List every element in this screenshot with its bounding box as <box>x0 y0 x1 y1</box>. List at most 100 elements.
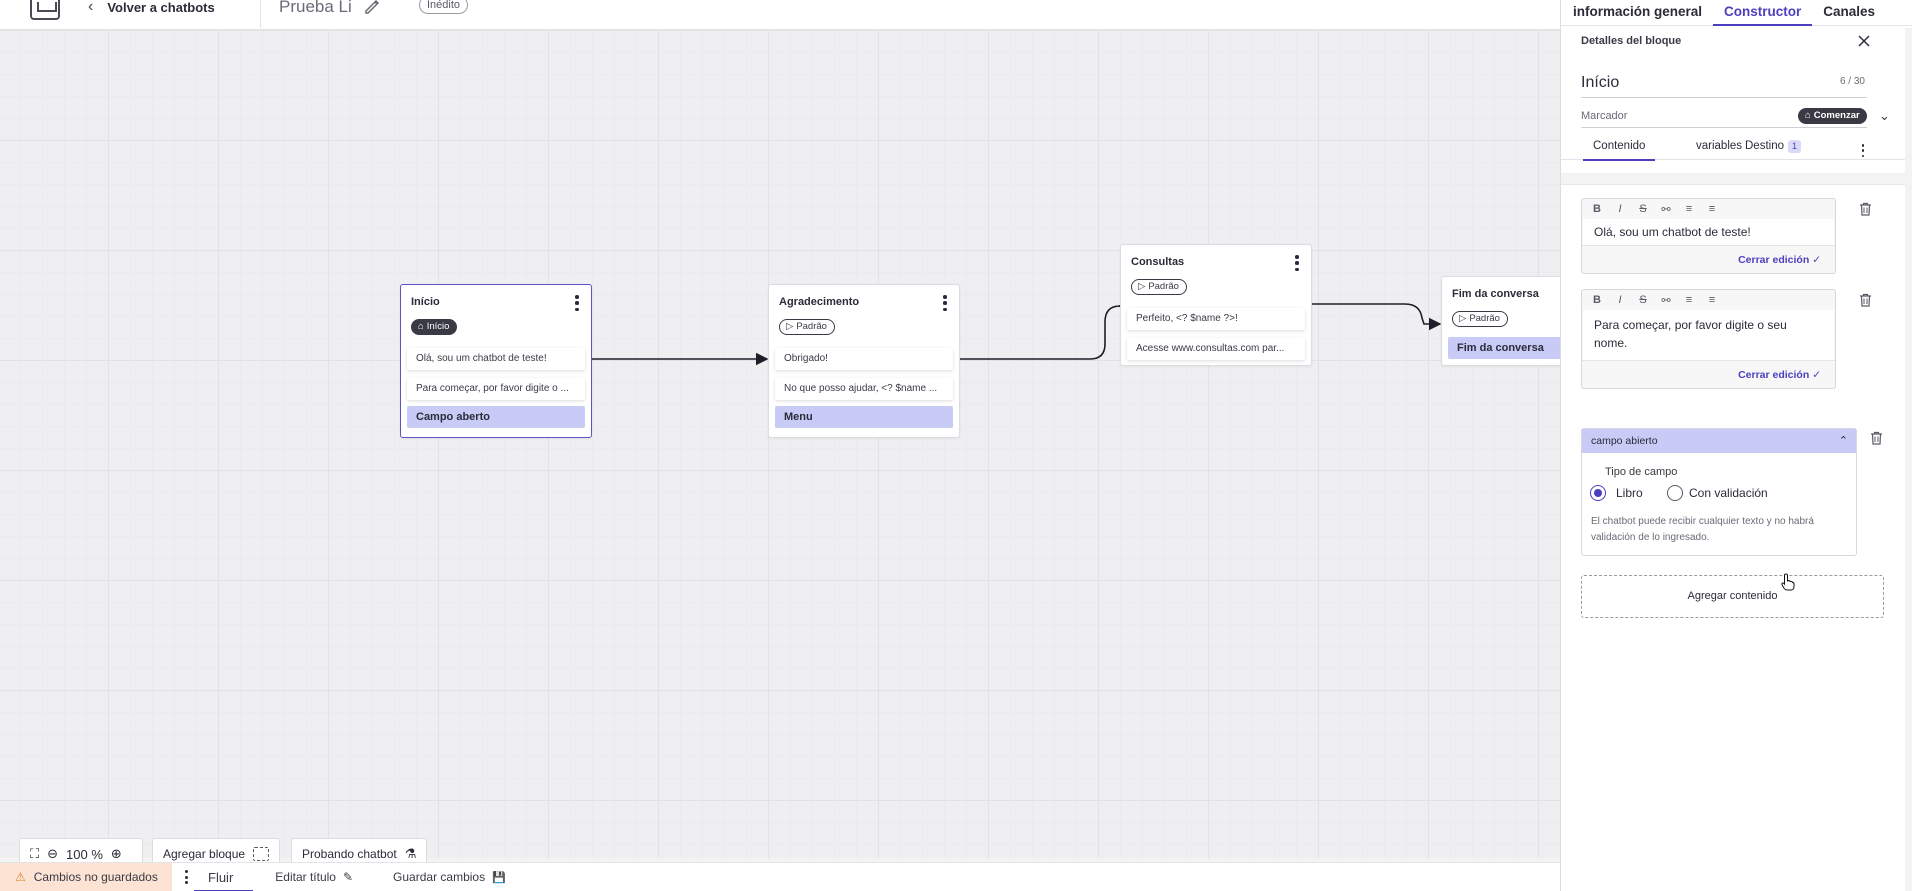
strikethrough-icon[interactable]: S <box>1639 203 1647 215</box>
bullet-list-icon[interactable]: ≡ <box>1685 294 1693 306</box>
tab-general-info[interactable]: información general <box>1573 4 1703 19</box>
bold-icon[interactable]: B <box>1593 294 1601 306</box>
edit-title-button[interactable]: Editar título ✎ <box>275 870 353 884</box>
radio-con-validacion-label[interactable]: Con validación <box>1689 486 1768 500</box>
link-icon[interactable]: ⚯ <box>1661 294 1671 307</box>
chevron-up-icon[interactable]: ⌃ <box>1838 435 1848 447</box>
unsaved-label: Cambios no guardados <box>33 870 158 884</box>
node-more-icon[interactable] <box>943 295 947 311</box>
more-options-icon[interactable] <box>184 870 188 884</box>
chevron-down-icon[interactable]: ⌄ <box>1879 108 1890 123</box>
add-content-button[interactable]: Agregar contenido <box>1581 575 1884 618</box>
app-logo-icon[interactable] <box>30 0 60 20</box>
add-block-icon <box>253 847 270 861</box>
node-more-icon[interactable] <box>575 295 579 311</box>
panel-tabs: información general Constructor Canales <box>1561 0 1912 26</box>
node-output[interactable]: Menu <box>775 406 953 428</box>
flow-canvas[interactable]: Início ⌂ Início Olá, sou um chatbot de t… <box>0 30 1581 887</box>
tab-destination[interactable]: Destino 1 <box>1745 140 1801 153</box>
destination-count-badge: 1 <box>1788 140 1801 153</box>
radio-libro[interactable] <box>1590 485 1606 501</box>
node-tag-label: Padrão <box>1148 281 1179 292</box>
back-label: Volver a chatbots <box>107 0 215 15</box>
marker-label: Marcador <box>1581 110 1628 122</box>
bullet-list-icon[interactable]: ≡ <box>1685 203 1693 215</box>
node-tag: ▷ Padrão <box>1131 279 1187 295</box>
close-edit-button[interactable]: Cerrar edición ✓ <box>1738 369 1821 381</box>
trash-icon[interactable] <box>1859 293 1872 307</box>
radio-con-validacion[interactable] <box>1667 485 1683 501</box>
marker-select[interactable]: ⌂ Comenzar <box>1798 108 1867 124</box>
trash-icon[interactable] <box>1870 431 1883 445</box>
hand-cursor-icon <box>1781 573 1795 591</box>
edit-title-label: Editar título <box>275 870 336 884</box>
link-icon[interactable]: ⚯ <box>1661 203 1671 216</box>
close-edit-label: Cerrar edición <box>1738 369 1810 381</box>
editor-text[interactable]: Para começar, por favor digite o seu nom… <box>1583 310 1834 360</box>
node-tag-label: Padrão <box>796 321 827 332</box>
zoom-out-icon[interactable]: ⊖ <box>47 846 59 861</box>
tab-channels[interactable]: Canales <box>1823 4 1876 19</box>
node-message[interactable]: Obrigado! <box>775 348 953 370</box>
add-block-label: Agregar bloque <box>163 847 246 861</box>
block-name-input[interactable]: Início <box>1581 74 1620 91</box>
strikethrough-icon[interactable]: S <box>1639 294 1647 306</box>
zoom-level: 100 % <box>66 846 103 862</box>
char-counter: 6 / 30 <box>1839 76 1865 87</box>
more-options-icon[interactable] <box>1861 144 1865 157</box>
node-title: Consultas <box>1131 256 1185 268</box>
open-field-title: campo abierto <box>1591 435 1658 447</box>
trash-icon[interactable] <box>1859 202 1872 216</box>
editor-toolbar: B I S ⚯ ≡ ≡ <box>1582 199 1835 219</box>
flow-node-consultas[interactable]: Consultas ▷ Padrão Perfeito, <? $name ?>… <box>1120 244 1312 366</box>
editor-text[interactable]: Olá, sou um chatbot de teste! <box>1583 219 1834 245</box>
close-edit-label: Cerrar edición <box>1738 254 1810 266</box>
section-divider <box>1561 173 1912 185</box>
pencil-icon: ✎ <box>342 870 354 884</box>
tab-flow[interactable]: Fluir <box>193 863 254 891</box>
node-message[interactable]: Para começar, por favor digite o ... <box>407 378 585 400</box>
close-edit-button[interactable]: Cerrar edición ✓ <box>1738 254 1821 266</box>
rich-text-editor[interactable]: B I S ⚯ ≡ ≡ Olá, sou um chatbot de teste… <box>1581 198 1836 274</box>
tab-destination-label: Destino <box>1745 140 1784 152</box>
node-message[interactable]: No que posso ajudar, <? $name ... <box>775 378 953 400</box>
flow-node-inicio[interactable]: Início ⌂ Início Olá, sou um chatbot de t… <box>400 284 592 438</box>
node-tag: ▷ Padrão <box>779 319 835 335</box>
divider <box>260 0 261 28</box>
radio-libro-label[interactable]: Libro <box>1616 486 1643 500</box>
node-more-icon[interactable] <box>1295 255 1299 271</box>
node-output[interactable]: Fim da conversa <box>1448 337 1574 359</box>
node-message[interactable]: Olá, sou um chatbot de teste! <box>407 348 585 370</box>
node-message[interactable]: Acesse www.consultas.com par... <box>1127 338 1305 360</box>
numbered-list-icon[interactable]: ≡ <box>1708 203 1716 215</box>
italic-icon[interactable]: I <box>1618 294 1622 306</box>
home-icon: ⌂ <box>418 321 424 332</box>
open-field-block: campo abierto ⌃ Tipo de campo Libro Con … <box>1581 428 1857 556</box>
flow-node-fim-da-conversa[interactable]: Fim da conversa ▷ Padrão Fim da conversa <box>1441 276 1581 366</box>
fit-screen-icon[interactable]: ⛶ <box>30 846 40 861</box>
pencil-icon[interactable] <box>362 0 382 16</box>
zoom-in-icon[interactable]: ⊕ <box>110 846 122 861</box>
chevron-left-icon: ‹ <box>88 0 94 15</box>
italic-icon[interactable]: I <box>1618 203 1622 215</box>
tab-content[interactable]: Contenido <box>1582 140 1656 161</box>
connection-consultas-fim <box>1312 303 1442 331</box>
node-tag-label: Padrão <box>1469 313 1500 324</box>
tab-variables[interactable]: variables <box>1696 140 1743 152</box>
block-details-panel: información general Constructor Canales … <box>1560 0 1912 891</box>
tab-constructor[interactable]: Constructor <box>1713 0 1813 26</box>
close-icon[interactable] <box>1856 33 1872 49</box>
marker-value: Comenzar <box>1813 110 1860 121</box>
editor-toolbar: B I S ⚯ ≡ ≡ <box>1582 290 1835 310</box>
node-message[interactable]: Perfeito, <? $name ?>! <box>1127 308 1305 330</box>
open-field-header[interactable]: campo abierto ⌃ <box>1582 429 1856 453</box>
panel-scrollbar[interactable] <box>1905 28 1912 891</box>
save-changes-button[interactable]: Guardar cambios 💾 <box>393 870 506 884</box>
node-title: Agradecimento <box>779 296 860 308</box>
back-to-chatbots-link[interactable]: ‹ Volver a chatbots <box>88 0 215 16</box>
numbered-list-icon[interactable]: ≡ <box>1708 294 1716 306</box>
rich-text-editor[interactable]: B I S ⚯ ≡ ≡ Para começar, por favor digi… <box>1581 289 1836 389</box>
node-output[interactable]: Campo aberto <box>407 406 585 428</box>
bold-icon[interactable]: B <box>1593 203 1601 215</box>
flow-node-agradecimento[interactable]: Agradecimento ▷ Padrão Obrigado! No que … <box>768 284 960 438</box>
